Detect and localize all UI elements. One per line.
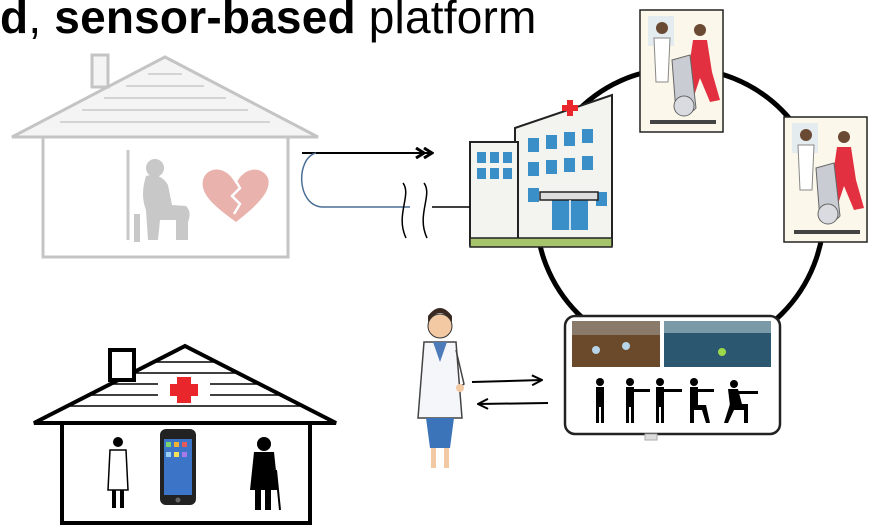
exercise-monitor-icon [563,314,782,441]
squat-pose-5 [724,380,758,423]
patient-figure [250,437,281,511]
smartphone-figure [160,429,196,505]
squat-pose-3 [656,378,682,423]
title-part-a: d [0,0,29,43]
clinic-house-doctor-smartphone-patient-icon [33,343,337,525]
exercise-bike-test-icon [783,116,868,243]
title-part-c: platform [355,0,537,43]
hospital-building-icon [469,93,613,248]
squat-pose-1 [596,378,604,423]
home-hospital-link [301,153,470,239]
squat-pose-4 [690,378,714,423]
female-doctor-icon [417,308,465,468]
exercise-bike-test-icon [639,9,724,133]
house-elderly-patient-broken-heart-icon [11,53,319,259]
title-part-b: sensor-based [54,0,356,43]
squat-pose-2 [626,378,650,423]
title-separator: , [28,0,55,43]
doctor-figure [107,437,129,508]
slide-title: d, sensor-based platform [0,0,537,44]
doctor-monitor-link [471,380,549,404]
